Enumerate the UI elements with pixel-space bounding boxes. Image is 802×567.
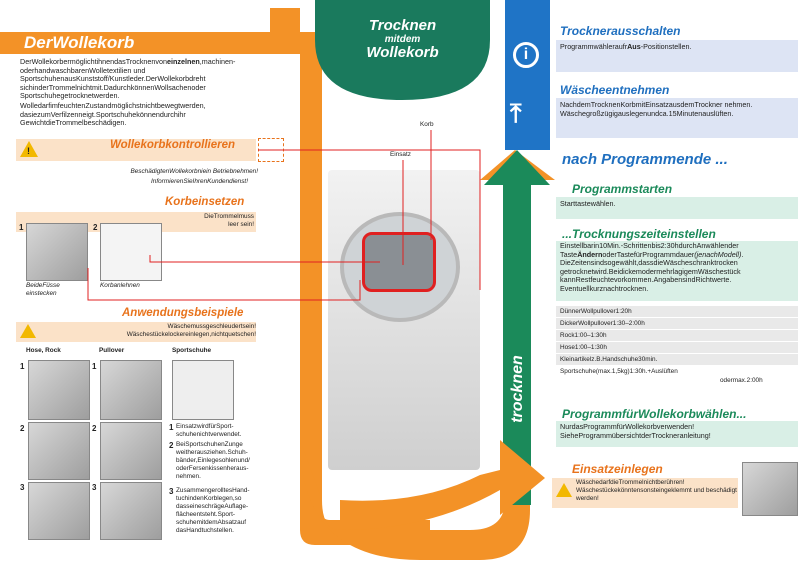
lean-basket-photo — [100, 223, 162, 281]
time-row-6-extra: odermax.2:00h — [720, 377, 763, 384]
time-row-5: Kleinartikelz.B.Handschuhe30min. — [560, 356, 658, 363]
orange-curve-arrow — [340, 440, 545, 530]
time-row-4: Hose1:00–1:30h — [560, 344, 607, 351]
times-row-5-bg — [556, 354, 798, 365]
shoe-step-3: ZusammengerolltesHand- tuchindenKorblege… — [176, 487, 250, 534]
s1-title: Trocknerausschalten — [560, 24, 681, 38]
row-1-label: 1 — [20, 362, 25, 371]
kontroll-note-1: BeschädigtenWollekorbniein Betriebnehmen… — [130, 168, 258, 175]
kontroll-title: Wollekorbkontrollieren — [110, 139, 236, 151]
s6-box — [556, 421, 798, 447]
col-hose: Hose, Rock — [26, 347, 61, 354]
pullover-step-1-photo — [100, 360, 162, 420]
s7-box — [552, 478, 738, 508]
pullover-step-2-photo — [100, 422, 162, 480]
warning-icon-3 — [556, 483, 572, 497]
kontroll-bar — [16, 139, 256, 161]
times-row-1-bg — [556, 306, 798, 317]
times-row-3-bg — [556, 330, 798, 341]
shoe-step-1: EinsatzwirdfürSport- schuhenichtverwende… — [176, 423, 242, 438]
time-row-6: Sportschuhe(max.1,5kg)1:30h.+Auslüften — [560, 368, 678, 375]
row-2-label-b: 2 — [92, 424, 97, 433]
korb-note: DieTrommelmuss leer sein! — [204, 213, 254, 228]
step-2-label: 2 — [93, 223, 98, 232]
korb-title: Korbeinsetzen — [165, 196, 245, 208]
left-intro: DerWollekorbermöglichtihnendasTrocknenvo… — [20, 57, 236, 101]
hose-step-2-photo — [28, 422, 90, 480]
cap-feet: BeideFüsse einstecken — [26, 282, 60, 297]
row-3-label-b: 3 — [92, 483, 97, 492]
s3-title: nach Programmende ... — [562, 151, 728, 168]
s7-text: WäschedarfdieTrommelnichtberühren! Wäsch… — [576, 479, 737, 502]
row-3-label: 3 — [20, 483, 25, 492]
anw-title: Anwendungsbeispiele — [122, 307, 244, 319]
s7-title: Einsatzeinlegen — [572, 462, 663, 476]
s5-text: Einstellbarin10Min.-Schrittenbis2:30hdur… — [560, 241, 744, 293]
s5-box — [556, 241, 798, 301]
shoe-step-2: BeiSportschuhenZunge weitherausziehen.Sc… — [176, 441, 250, 480]
anw-bar — [16, 322, 256, 342]
down-arrow-icon: ⤓ — [274, 323, 286, 353]
hose-step-3-photo — [28, 482, 90, 540]
kontroll-note-2: InformierenSieIhrenKundendienst! — [151, 178, 248, 185]
orange-top-band — [0, 32, 300, 54]
cap-lean: Korbanlehnen — [100, 282, 140, 289]
time-row-1: DünnerWollpullover1:20h — [560, 308, 632, 315]
blue-band — [505, 0, 550, 150]
pullover-step-3-photo — [100, 482, 162, 540]
s4-title: Programmstarten — [572, 182, 673, 196]
s2-title: Wäscheentnehmen — [560, 83, 670, 97]
shoe-step-3-num: 3 — [169, 487, 174, 496]
label-korb: Korb — [420, 121, 434, 128]
info-icon: i — [513, 42, 539, 68]
s2-text: NachdemTrocknenKorbmitEinsatzausdemTrock… — [560, 100, 753, 118]
upload-arrow-icon: ⤒ — [510, 98, 522, 128]
warning-icon-2 — [20, 324, 36, 338]
orange-arrow-band — [270, 32, 430, 545]
s6-title: ProgrammfürWollekorbwählen... — [562, 407, 747, 421]
s4-text: Starttastewählen. — [560, 199, 616, 208]
left-title: DerWollekorb — [24, 33, 135, 52]
warning-icon — [20, 141, 38, 157]
s4-box — [556, 197, 798, 219]
insert-photo — [742, 462, 798, 516]
col-sportschuhe: Sportschuhe — [172, 347, 212, 354]
times-row-4-bg — [556, 342, 798, 353]
shoe-step-1-num: 1 — [169, 423, 174, 432]
title-dome — [315, 0, 490, 100]
times-row-2-bg — [556, 318, 798, 329]
time-row-2: DickerWollpullover1:30–2:00h — [560, 320, 645, 327]
hose-step-1-photo — [28, 360, 90, 420]
s1-text: ProgrammwähleraufrAus-Positionstellen. — [560, 42, 692, 51]
s6-text: NurdasProgrammfürWollekorbverwenden! Sie… — [560, 422, 711, 440]
s1-box — [556, 40, 798, 72]
insert-feet-photo — [26, 223, 88, 281]
row-2-label: 2 — [20, 424, 25, 433]
left-intro-2: WolledarfimfeuchtenZustandmöglichstnicht… — [20, 101, 206, 128]
time-row-3: Rock1:00–1:30h — [560, 332, 607, 339]
shoe-photo — [172, 360, 234, 420]
step-1-label: 1 — [19, 223, 24, 232]
page-title: Trocknen mitdem Wollekorb — [366, 17, 439, 61]
label-einsatz: Einsatz — [390, 151, 411, 158]
green-up-arrow — [484, 150, 550, 505]
s2-box — [556, 98, 798, 138]
col-pullover: Pullover — [99, 347, 125, 354]
s5-title: ...Trocknungszeiteinstellen — [562, 227, 716, 241]
anw-note: Wäschemussgeschleudertsein! Wäschestücke… — [126, 323, 256, 338]
shoe-step-2-num: 2 — [169, 441, 174, 450]
row-1-label-b: 1 — [92, 362, 97, 371]
